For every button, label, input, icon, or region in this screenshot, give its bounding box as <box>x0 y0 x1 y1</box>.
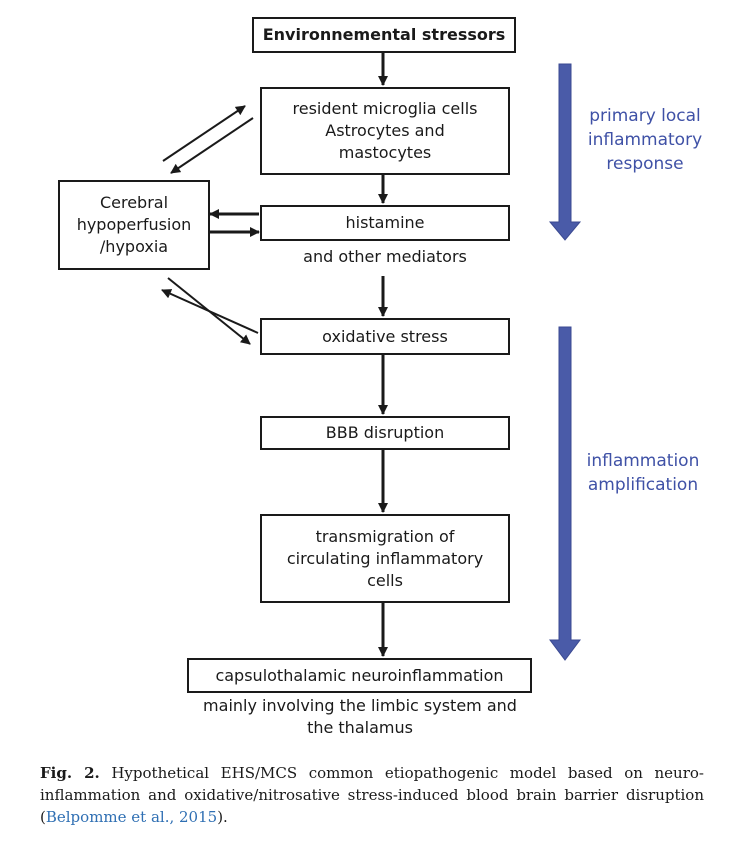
label-other-mediators: and other mediators <box>303 247 467 266</box>
node-oxidative-stress: oxidative stress <box>260 318 510 355</box>
caption-label: Fig. 2. <box>40 764 100 782</box>
caption-text: Hypothetical EHS/MCS common etiopathogen… <box>40 764 704 826</box>
double-arrow-hypoxia-microglia <box>162 105 254 174</box>
label-limbic-system: mainly involving the limbic system and t… <box>203 696 517 737</box>
node-environmental-stressors: Environnemental stressors <box>252 17 516 53</box>
node-bbb-disruption: BBB disruption <box>260 416 510 450</box>
caption-reference-link[interactable]: Belpomme et al., 2015 <box>45 808 218 826</box>
phase-arrow-primary <box>548 63 582 241</box>
label-primary-local-inflammatory-response: primary local inflammatory response <box>587 106 703 174</box>
node-cerebral-hypoperfusion: Cerebral hypoperfusion /hypoxia <box>58 180 210 270</box>
figure-caption: Fig. 2. Hypothetical EHS/MCS common etio… <box>40 762 704 828</box>
node-resident-microglia: resident microglia cells Astrocytes and … <box>260 87 510 175</box>
node-capsulothalamic: capsulothalamic neuroinflammation <box>187 658 532 693</box>
phase-arrow-amplification <box>549 326 581 661</box>
label-inflammation-amplification: inflammation amplification <box>586 451 700 495</box>
caption-end: ). <box>217 808 228 826</box>
node-histamine: histamine <box>260 205 510 241</box>
double-arrow-hypoxia-oxidative <box>161 277 259 345</box>
node-transmigration: transmigration of circulating inflammato… <box>260 514 510 603</box>
